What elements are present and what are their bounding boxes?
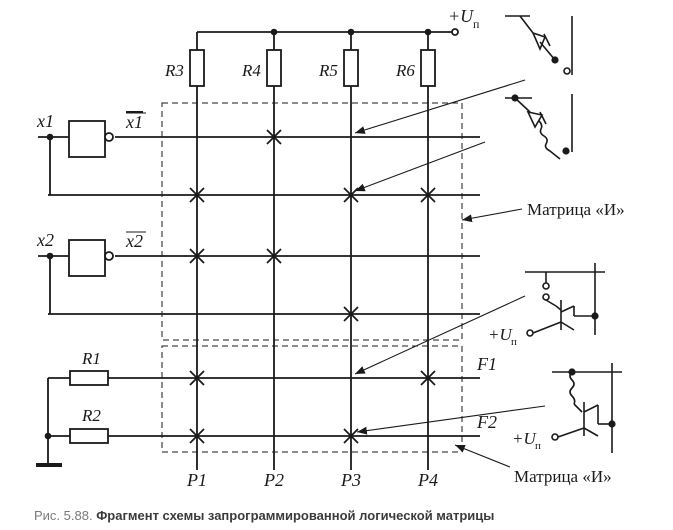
caption-text: Фрагмент схемы запрограммированной логич… — [96, 508, 495, 523]
inverter-bubble-x1 — [104, 132, 114, 142]
label-f1: F1 — [476, 354, 497, 374]
label-r6: R6 — [395, 61, 415, 80]
supply-label: +U — [448, 6, 474, 26]
arrow-fuse-diode-intact — [354, 79, 526, 134]
caption-prefix: Рис. 5.88. — [34, 508, 93, 523]
programmed-cross — [189, 187, 205, 203]
matrix-and-upper-outline — [161, 102, 463, 341]
resistor-r6 — [420, 32, 436, 470]
resistor-r2 — [69, 428, 109, 444]
arrow-matrix-upper — [461, 208, 523, 223]
resistor-r3 — [189, 32, 205, 470]
label-x2: x2 — [36, 230, 54, 250]
inset-supply-label-2: +U — [512, 429, 537, 448]
logic-matrix-diagram: +U п R3 R4 R5 R6 x1 x1 x2 x2 R1 R2 F1 F2… — [36, 6, 625, 490]
inset-supply-sub-2: п — [535, 440, 541, 452]
inverter-bubble-x2 — [104, 251, 114, 261]
programmed-cross — [343, 306, 359, 322]
label-p1: P1 — [186, 470, 207, 490]
inset-supply-sub-1: п — [511, 336, 517, 348]
figure-caption: Рис. 5.88. Фрагмент схемы запрограммиров… — [34, 508, 494, 523]
inset-diode-fuse-intact — [505, 15, 573, 75]
programmed-cross — [420, 370, 436, 386]
label-r5: R5 — [318, 61, 338, 80]
label-f2: F2 — [476, 412, 497, 432]
label-p2: P2 — [263, 470, 284, 490]
label-x1-inverted: x1 — [125, 112, 143, 132]
label-p3: P3 — [340, 470, 361, 490]
label-r3: R3 — [164, 61, 184, 80]
programmed-cross — [266, 248, 282, 264]
label-x2-inverted: x2 — [125, 231, 143, 251]
label-matrix-lower: Матрица «И» — [514, 467, 612, 486]
programmed-cross — [343, 428, 359, 444]
resistor-r4 — [266, 32, 282, 470]
arrow-matrix-lower — [454, 444, 511, 468]
programmed-cross — [189, 428, 205, 444]
resistor-r1 — [69, 370, 109, 386]
resistor-r5 — [343, 32, 359, 470]
inverter-x1 — [68, 120, 106, 158]
inset-transistor-fuse-blown — [551, 363, 622, 453]
label-matrix-upper: Матрица «И» — [527, 200, 625, 219]
label-x1: x1 — [36, 111, 54, 131]
label-r2: R2 — [81, 406, 101, 425]
arrow-fuse-transistor-intact — [354, 295, 526, 375]
inset-transistor-fuse-intact — [525, 263, 605, 337]
matrix-and-lower-outline — [161, 345, 463, 453]
inset-diode-fuse-blown — [505, 94, 573, 160]
programmed-cross — [420, 187, 436, 203]
label-r4: R4 — [241, 61, 261, 80]
supply-label-sub: п — [473, 17, 480, 31]
label-r1: R1 — [81, 349, 101, 368]
inverter-x2 — [68, 239, 106, 277]
label-p4: P4 — [417, 470, 438, 490]
inset-supply-label-1: +U — [488, 325, 513, 344]
programmed-cross — [189, 370, 205, 386]
programmed-cross — [266, 129, 282, 145]
arrow-fuse-transistor-blown — [356, 405, 546, 435]
supply-terminal — [451, 28, 459, 36]
programmed-cross — [189, 248, 205, 264]
arrow-fuse-diode-blown — [354, 141, 486, 192]
